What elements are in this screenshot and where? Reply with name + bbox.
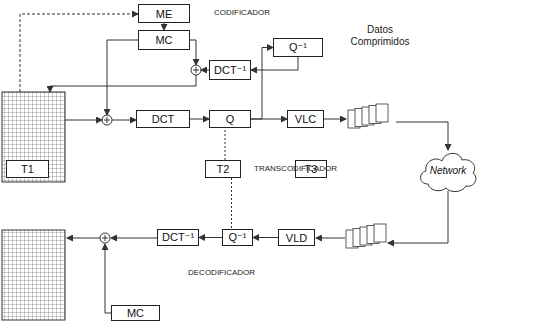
box-label: Network (430, 165, 467, 176)
box-label: ME (156, 8, 173, 20)
cloud-path (421, 153, 476, 191)
box-label: DCT (152, 113, 175, 125)
connector (253, 237, 278, 238)
process-box: T1 (6, 160, 49, 178)
process-box: MC (138, 30, 190, 50)
frame-card (376, 104, 388, 122)
box-label: MC (155, 34, 172, 46)
signal-wire (324, 119, 346, 120)
process-box: Q (209, 110, 251, 128)
data-stack (346, 104, 388, 248)
box-label: T2 (217, 163, 230, 175)
connector (231, 178, 232, 229)
signal-wire (67, 238, 100, 239)
box-label: VLD (286, 232, 307, 244)
section-label: CODIFICADOR (214, 8, 270, 17)
section-label: Datos Comprimidos (348, 24, 412, 47)
process-box: DCT⁻¹ (157, 229, 199, 246)
signal-wire (107, 40, 138, 115)
connector (225, 128, 226, 160)
box-label: T1 (21, 163, 34, 175)
process-box: VLD (278, 229, 315, 246)
connector (251, 48, 273, 120)
process-box: ME (138, 4, 190, 23)
signal-wire (112, 120, 136, 121)
signal-wire (201, 70, 209, 71)
network-cloud: Network (416, 146, 480, 194)
signal-wire (50, 75, 196, 92)
process-box: MC (111, 305, 160, 321)
connector (164, 23, 165, 30)
box-label: Q (226, 113, 235, 125)
signal-wire (105, 244, 111, 313)
network-wire (388, 191, 448, 243)
frame-card (374, 224, 386, 242)
adder-sign (102, 67, 199, 241)
process-box: VLC (287, 110, 324, 128)
box-label: Q⁻¹ (228, 231, 246, 244)
signal-wire (65, 120, 102, 121)
box-label: MC (127, 307, 144, 319)
signal-wire (111, 238, 157, 239)
process-box: Q⁻¹ (222, 229, 253, 246)
box-label: DCT⁻¹ (214, 64, 246, 77)
connector (190, 119, 209, 120)
frame-image (2, 92, 65, 182)
box-label: VLC (295, 113, 316, 125)
connector (251, 119, 287, 120)
frame-image (2, 230, 65, 320)
section-label: TRANSCODIFICADOR (254, 164, 337, 173)
section-label: DECODIFICADOR (188, 268, 255, 277)
process-box: T2 (205, 160, 241, 178)
process-box: Q⁻¹ (273, 38, 323, 57)
process-box: DCT⁻¹ (209, 60, 251, 80)
signal-wire (316, 238, 345, 239)
connector (251, 57, 298, 70)
process-box: DCT (136, 110, 190, 128)
network-wire (396, 122, 448, 150)
box-label: DCT⁻¹ (162, 231, 194, 244)
box-label: Q⁻¹ (289, 41, 307, 54)
signal-wire (190, 40, 196, 65)
feedback-wire (20, 14, 138, 92)
connector (199, 237, 222, 238)
